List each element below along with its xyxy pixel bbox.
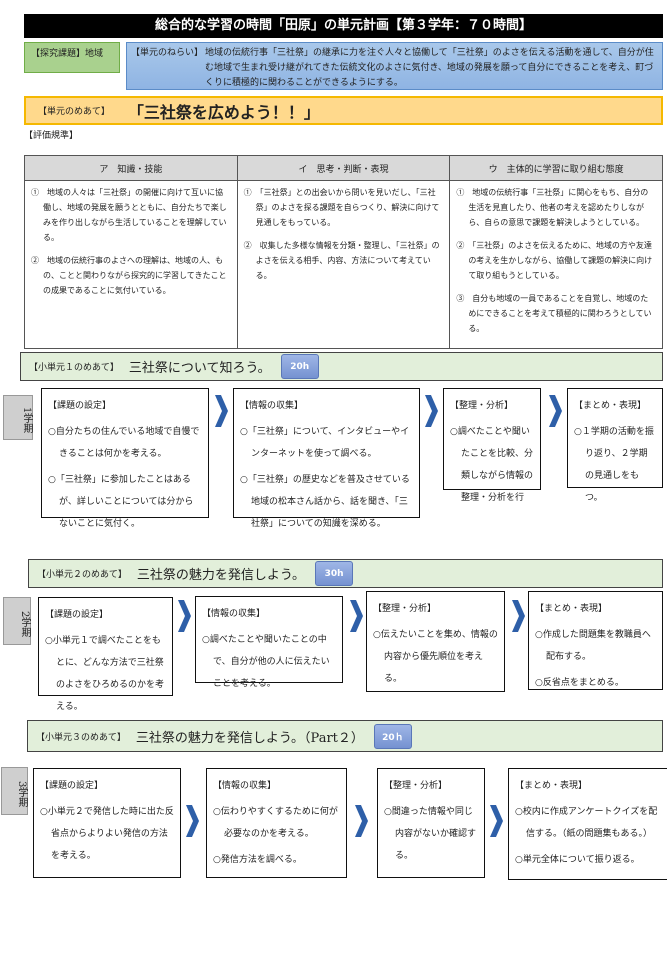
unit-aim-label: 【単元のねらい】 xyxy=(131,48,204,58)
criteria-item: ② 収集した多様な情報を分類・整理し、「三社祭」のよさを伝える相手、内容、方法に… xyxy=(243,241,440,280)
step-item: ○調べたことや聞いたことの中で、自分が他の人に伝えたいことを考える。 xyxy=(202,635,330,689)
criteria-item: ② 「三社祭」のよさを伝えるために、地域の方や友達の考えを生かしながら、協働して… xyxy=(456,241,653,280)
criteria-item: ① 地域の人々は「三社祭」の開催に向けて互いに協働し、地域の発展を願うとともに、… xyxy=(31,188,227,242)
step-box: 【まとめ・表現】 ○１学期の活動を振り返り、２学期の見通しをもつ。 xyxy=(567,388,663,503)
step-box: 【課題の設定】 ○自分たちの住んでいる地域で自慢できることは何かを考える。 ○「三社… xyxy=(41,388,209,529)
subunit-goal-label: 【小単元２のめあて】 xyxy=(37,570,127,580)
step-item: ○単元全体について振り返る。 xyxy=(515,855,640,865)
step-item: ○小単元１で調べたことをもとに、どんな方法で三社祭のよさをひろめるのかを考える。 xyxy=(45,636,165,712)
chevron-right-icon xyxy=(512,600,525,632)
criteria-item: ③ 自分も地域の一員であることを自覚し、地域のためにできることを考えて積極的に関… xyxy=(456,294,652,333)
criteria-cell: ① 地域の伝統行事「三社祭」に関心をもち、自分の生活を見直したり、他者の考えを認… xyxy=(449,180,663,349)
step-title: 【課題の設定】 xyxy=(45,610,109,620)
criteria-item: ① 地域の伝統行事「三社祭」に関心をもち、自分の生活を見直したり、他者の考えを認… xyxy=(456,188,649,227)
chevron-right-icon xyxy=(425,395,438,427)
step-item: ○「三社祭」に参加したことはあるが、詳しいことについては分からないことに気付く。 xyxy=(48,475,194,529)
criteria-label: 【評価規準】 xyxy=(24,131,79,141)
subunit-goal-label: 【小単元３のめあて】 xyxy=(36,732,126,743)
step-box: 【整理・分析】 ○間違った情報や同じ内容がないか確認する。 xyxy=(377,768,485,878)
step-item: ○「三社祭」の歴史などを普及させている地域の松本さん話から、話を聞き、「三社祭」… xyxy=(240,475,410,529)
term-tab: 3学期 xyxy=(1,767,28,815)
subunit-goal-banner: 【小単元２のめあて】三社祭の魅力を発信しよう。 30h xyxy=(28,559,663,588)
step-item: ○反省点をまとめる。 xyxy=(535,678,624,688)
subunit-goal-text: 三社祭について知ろう。 xyxy=(128,361,271,376)
hours-badge: 30h xyxy=(315,561,354,586)
step-item: ○１学期の活動を振り返り、２学期の見通しをもつ。 xyxy=(574,427,654,503)
step-item: ○伝わりやすくするために何が必要なのかを考える。 xyxy=(213,807,338,839)
chevron-right-icon xyxy=(355,805,368,837)
unit-goal-text: 「三社祭を広めよう！！」 xyxy=(127,102,320,122)
subunit-goal-text: 三社祭の魅力を発信しよう。 xyxy=(136,568,306,583)
hours-badge: 20h xyxy=(280,354,319,379)
chevron-right-icon xyxy=(178,600,191,632)
step-item: ○自分たちの住んでいる地域で自慢できることは何かを考える。 xyxy=(48,427,200,459)
chevron-right-icon xyxy=(549,395,562,427)
step-box: 【情報の収集】 ○伝わりやすくするために何が必要なのかを考える。 ○発信方法を調べる… xyxy=(206,768,347,878)
step-title: 【整理・分析】 xyxy=(373,604,437,614)
step-title: 【整理・分析】 xyxy=(450,401,514,411)
step-box: 【課題の設定】 ○小単元１で調べたことをもとに、どんな方法で三社祭のよさをひろめる… xyxy=(38,597,173,712)
step-box: 【情報の収集】 ○「三社祭」について、インタビューやインターネットを使って調べる。… xyxy=(233,388,420,529)
step-title: 【整理・分析】 xyxy=(384,781,448,791)
step-box: 【まとめ・表現】 ○作成した問題集を教職員へ配布する。 ○反省点をまとめる。 xyxy=(528,591,663,690)
step-item: ○間違った情報や同じ内容がないか確認する。 xyxy=(384,807,477,861)
subunit-goal-banner: 【小単元３のめあて】三社祭の魅力を発信しよう。（Part２） 20ｈ xyxy=(27,720,663,752)
inquiry-theme: 【探究課題】地域 xyxy=(24,42,120,73)
step-box: 【まとめ・表現】 ○校内に作成アンケートクイズを配信する。（紙の問題集もある。） ○… xyxy=(508,768,667,880)
subunit-goal-banner: 【小単元１のめあて】三社祭について知ろう。 20h xyxy=(20,352,663,381)
chevron-right-icon xyxy=(215,395,228,427)
subunit-goal-label: 【小単元１のめあて】 xyxy=(29,363,119,373)
term-tab: 1学期 xyxy=(3,395,33,440)
step-title: 【まとめ・表現】 xyxy=(515,781,588,791)
step-box: 【整理・分析】 ○調べたことや聞いたことを比較、分類しながら情報の整理・分析を行 xyxy=(443,388,541,503)
step-title: 【まとめ・表現】 xyxy=(574,401,647,411)
step-title: 【情報の収集】 xyxy=(240,401,304,411)
step-box: 【課題の設定】 ○小単元２で発信した時に出た反省点からよりよい発信の方法を考える。 xyxy=(33,768,181,878)
chevron-right-icon xyxy=(350,600,363,632)
step-item: ○作成した問題集を教職員へ配布する。 xyxy=(535,630,651,662)
unit-aim: 【単元のねらい】 地域の伝統行事「三社祭」の継承に力を注ぐ人々と協働して「三社祭… xyxy=(126,42,663,90)
step-title: 【情報の収集】 xyxy=(202,609,266,619)
criteria-header: ウ 主体的に学習に取り組む態度 xyxy=(449,155,663,181)
step-item: ○小単元２で発信した時に出た反省点からよりよい発信の方法を考える。 xyxy=(40,807,174,861)
step-item: ○校内に作成アンケートクイズを配信する。（紙の問題集もある。） xyxy=(515,807,658,839)
term-label: 3学期 xyxy=(16,780,27,808)
step-title: 【課題の設定】 xyxy=(40,781,104,791)
step-box: 【整理・分析】 ○伝えたいことを集め、情報の内容から優先順位を考える。 xyxy=(366,591,505,692)
term-label: 2学期 xyxy=(19,610,30,638)
step-title: 【課題の設定】 xyxy=(48,401,112,411)
term-tab: 2学期 xyxy=(3,597,31,645)
hours-badge: 20ｈ xyxy=(373,723,412,749)
subunit-goal-text: 三社祭の魅力を発信しよう。（Part２） xyxy=(135,730,364,746)
criteria-header: イ 思考・判断・表現 xyxy=(236,155,451,181)
criteria-cell: ① 地域の人々は「三社祭」の開催に向けて互いに協働し、地域の発展を願うとともに、… xyxy=(24,180,238,349)
step-box: 【情報の収集】 ○調べたことや聞いたことの中で、自分が他の人に伝えたいことを考える… xyxy=(195,596,343,689)
step-item: ○「三社祭」について、インタビューやインターネットを使って調べる。 xyxy=(240,427,410,459)
criteria-header: ア 知識・技能 xyxy=(24,155,238,181)
unit-aim-text: 地域の伝統行事「三社祭」の継承に力を注ぐ人々と協働して「三社祭」のよさを伝える活… xyxy=(205,48,654,88)
criteria-item: ① 「三社祭」との出会いから問いを見いだし、「三社祭」のよさを探る課題を自らつく… xyxy=(243,188,440,227)
step-item: ○発信方法を調べる。 xyxy=(213,855,302,865)
chevron-right-icon xyxy=(186,805,199,837)
term-label: 1学期 xyxy=(21,407,32,434)
step-item: ○調べたことや聞いたことを比較、分類しながら情報の整理・分析を行 xyxy=(450,427,534,503)
step-item: ○伝えたいことを集め、情報の内容から優先順位を考える。 xyxy=(373,630,498,684)
chevron-right-icon xyxy=(490,805,503,837)
evaluation-criteria-table: ア 知識・技能 イ 思考・判断・表現 ウ 主体的に学習に取り組む態度 ① 地域の… xyxy=(24,155,663,349)
unit-goal: 【単元のめあて】 「三社祭を広めよう！！」 xyxy=(24,96,663,125)
page-title: 総合的な学習の時間「田原」の単元計画【第３学年：７０時間】 xyxy=(24,14,663,38)
unit-goal-label: 【単元のめあて】 xyxy=(38,107,110,117)
step-title: 【まとめ・表現】 xyxy=(535,604,608,614)
criteria-cell: ① 「三社祭」との出会いから問いを見いだし、「三社祭」のよさを探る課題を自らつく… xyxy=(236,180,451,349)
step-title: 【情報の収集】 xyxy=(213,781,277,791)
criteria-item: ② 地域の伝統行事のよさへの理解は、地域の人、もの、ことと関わりながら探究的に学… xyxy=(31,256,227,295)
